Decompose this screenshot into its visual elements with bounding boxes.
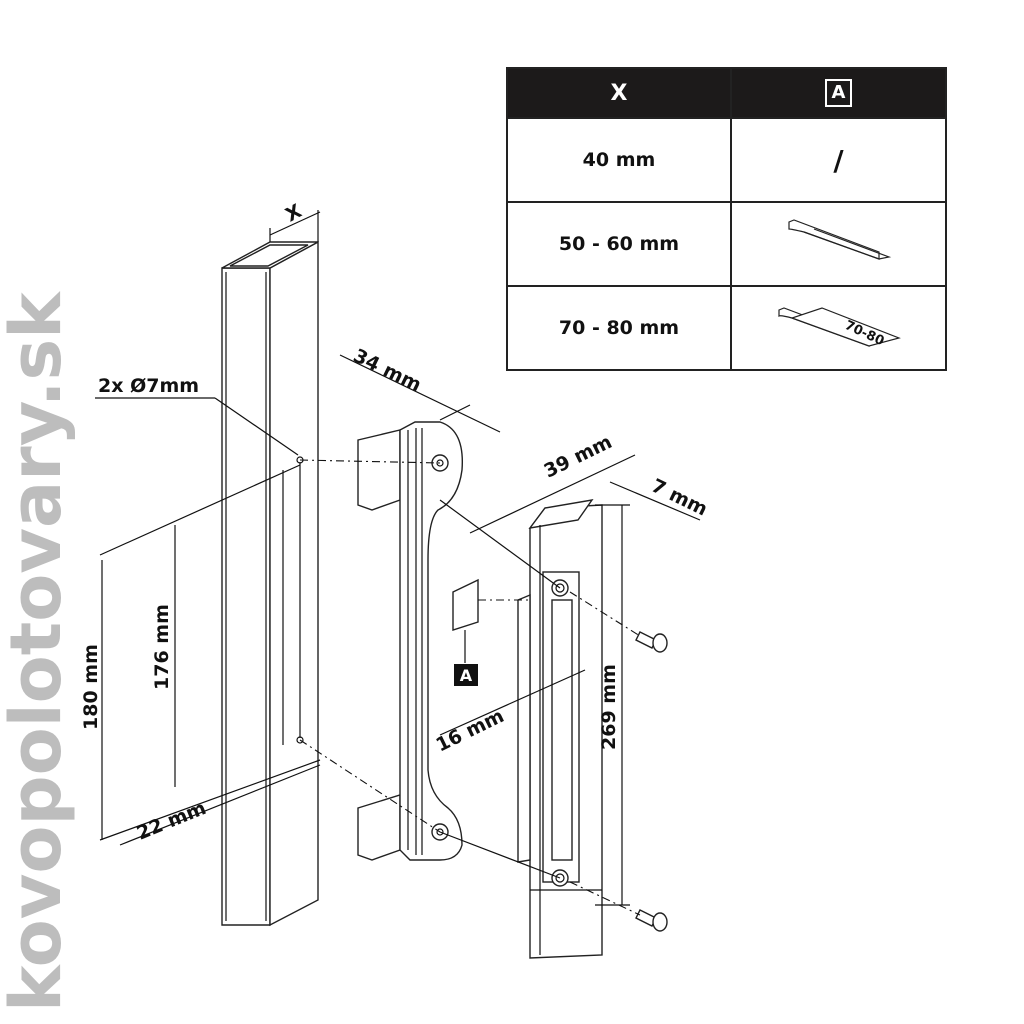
strike-plate [517,499,603,959]
spacer-70-80-icon: 70-80 [777,307,901,349]
cell-x: 40 mm [506,117,732,203]
screw-top [635,631,668,653]
table-row: 40 mm / [506,117,947,203]
cell-a: / [730,117,947,203]
header-x: X [506,67,732,119]
watermark: kovopolotovary.sk [0,291,77,1012]
dim-180-label: 180 mm [80,644,102,730]
spacer-50-60-icon [787,218,891,260]
cell-a-spacer-image [730,201,947,287]
dim-34-label: 34 mm [350,345,425,397]
dim-269-label: 269 mm [598,664,620,750]
dim-22-label: 22 mm [134,797,210,845]
dim-x-label: X [282,200,306,226]
table-row: 70 - 80 mm 70-80 [506,285,947,371]
dim-holes-label: 2x Ø7mm [98,375,199,397]
dim-39-label: 39 mm [541,431,616,483]
spacer-table: X A 40 mm / 50 - 60 mm 70 - 80 mm 70-80 [506,67,947,371]
table-row: 50 - 60 mm [506,201,947,287]
cell-x: 50 - 60 mm [506,201,732,287]
header-a-label: A [824,79,853,107]
table-header-row: X A [506,67,947,119]
cell-x: 70 - 80 mm [506,285,732,371]
screw-bottom [635,909,668,932]
mounting-bracket [357,421,464,861]
callout-a-label: A [460,666,473,685]
dim-16-label: 16 mm [433,705,508,757]
dim-176-label: 176 mm [151,604,173,690]
callout-a-box [454,664,478,686]
dim-7-label: 7 mm [648,475,711,521]
square-post [221,240,319,927]
header-a: A [730,67,947,119]
cell-a-spacer-image: 70-80 [730,285,947,371]
spacer-a: A [452,578,479,686]
